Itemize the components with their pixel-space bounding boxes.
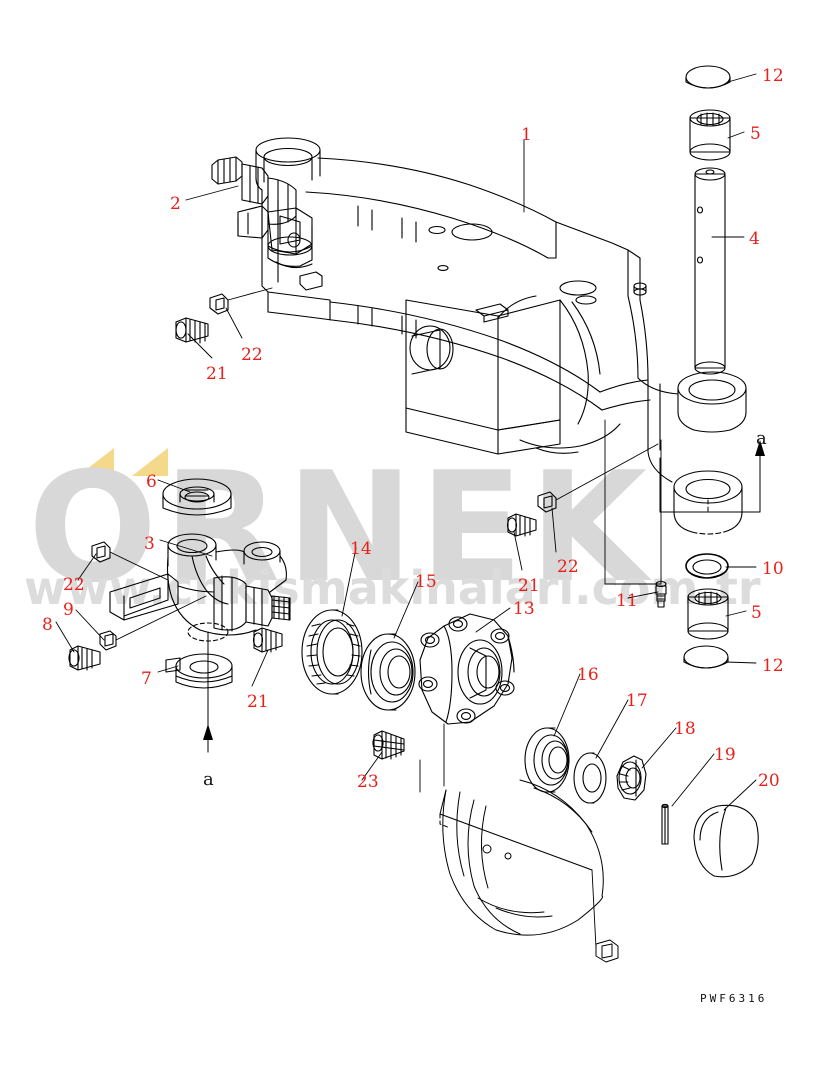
callout-4[interactable]: 4 [749, 229, 760, 249]
part-cover-lower [683, 645, 729, 669]
part-inner-taper-bearing [360, 633, 416, 711]
callout-22-knuckle[interactable]: 22 [63, 575, 85, 595]
washer-knuckle-left [91, 541, 111, 563]
fastener-upper-left [175, 293, 229, 344]
callout-16[interactable]: 16 [577, 665, 599, 685]
callout-21-knuckle[interactable]: 21 [247, 692, 269, 712]
callout-21-upper-left[interactable]: 21 [206, 364, 228, 384]
callout-12-upper[interactable]: 12 [762, 66, 784, 86]
callout-11[interactable]: 11 [616, 591, 638, 611]
callout-2[interactable]: 2 [170, 194, 181, 214]
callout-8[interactable]: 8 [42, 615, 53, 635]
callout-15[interactable]: 15 [415, 572, 437, 592]
callout-22-upper-left[interactable]: 22 [241, 345, 263, 365]
part-thrust-bearing [162, 478, 232, 516]
callout-1[interactable]: 1 [521, 125, 532, 145]
callout-5-lower[interactable]: 5 [751, 603, 762, 623]
part-wheel-hub [418, 613, 515, 725]
part-hub-cap [693, 804, 759, 878]
part-seal-ring [685, 553, 729, 579]
part-grease-fitting [655, 580, 667, 608]
callout-3[interactable]: 3 [144, 534, 155, 554]
callout-19[interactable]: 19 [714, 745, 736, 765]
callout-23[interactable]: 23 [357, 772, 379, 792]
part-slotted-nut [616, 755, 647, 801]
part-lower-cap [165, 653, 233, 689]
wheel-rim-phantom [419, 723, 619, 963]
part-thrust-washer [573, 752, 607, 804]
part-wheel-stud [372, 730, 405, 760]
fastener-knuckle-right [252, 627, 283, 653]
section-marker-a-lower: a [203, 769, 214, 790]
callout-12-lower[interactable]: 12 [762, 656, 784, 676]
part-tie-rod-end [211, 156, 323, 291]
callout-20[interactable]: 20 [758, 771, 780, 791]
callout-leaders [55, 73, 757, 811]
callout-10[interactable]: 10 [762, 559, 784, 579]
section-line-a [203, 440, 765, 753]
callout-5-upper[interactable]: 5 [750, 124, 761, 144]
callout-9[interactable]: 9 [63, 600, 74, 620]
callout-17[interactable]: 17 [626, 691, 648, 711]
part-axle-housing [255, 137, 747, 535]
callout-6[interactable]: 6 [146, 472, 157, 492]
part-needle-bearing-lower [687, 588, 729, 640]
part-steering-knuckle [109, 533, 291, 642]
part-oil-seal [301, 609, 363, 695]
callout-21-centre[interactable]: 21 [518, 576, 540, 596]
callout-18[interactable]: 18 [674, 719, 696, 739]
callout-13[interactable]: 13 [513, 599, 535, 619]
part-outer-taper-bearing [524, 727, 570, 793]
fastener-lower-left [68, 630, 117, 671]
part-king-pin [694, 167, 726, 375]
fastener-centre [506, 491, 557, 537]
part-cotter-pin [661, 803, 669, 845]
callout-7[interactable]: 7 [141, 669, 152, 689]
section-marker-a-upper: a [756, 428, 767, 449]
drawing-code: PWF6316 [700, 992, 768, 1005]
callout-22-centre[interactable]: 22 [557, 557, 579, 577]
callout-14[interactable]: 14 [350, 539, 372, 559]
part-cover-upper [685, 65, 731, 89]
part-needle-bearing-upper [689, 109, 731, 161]
